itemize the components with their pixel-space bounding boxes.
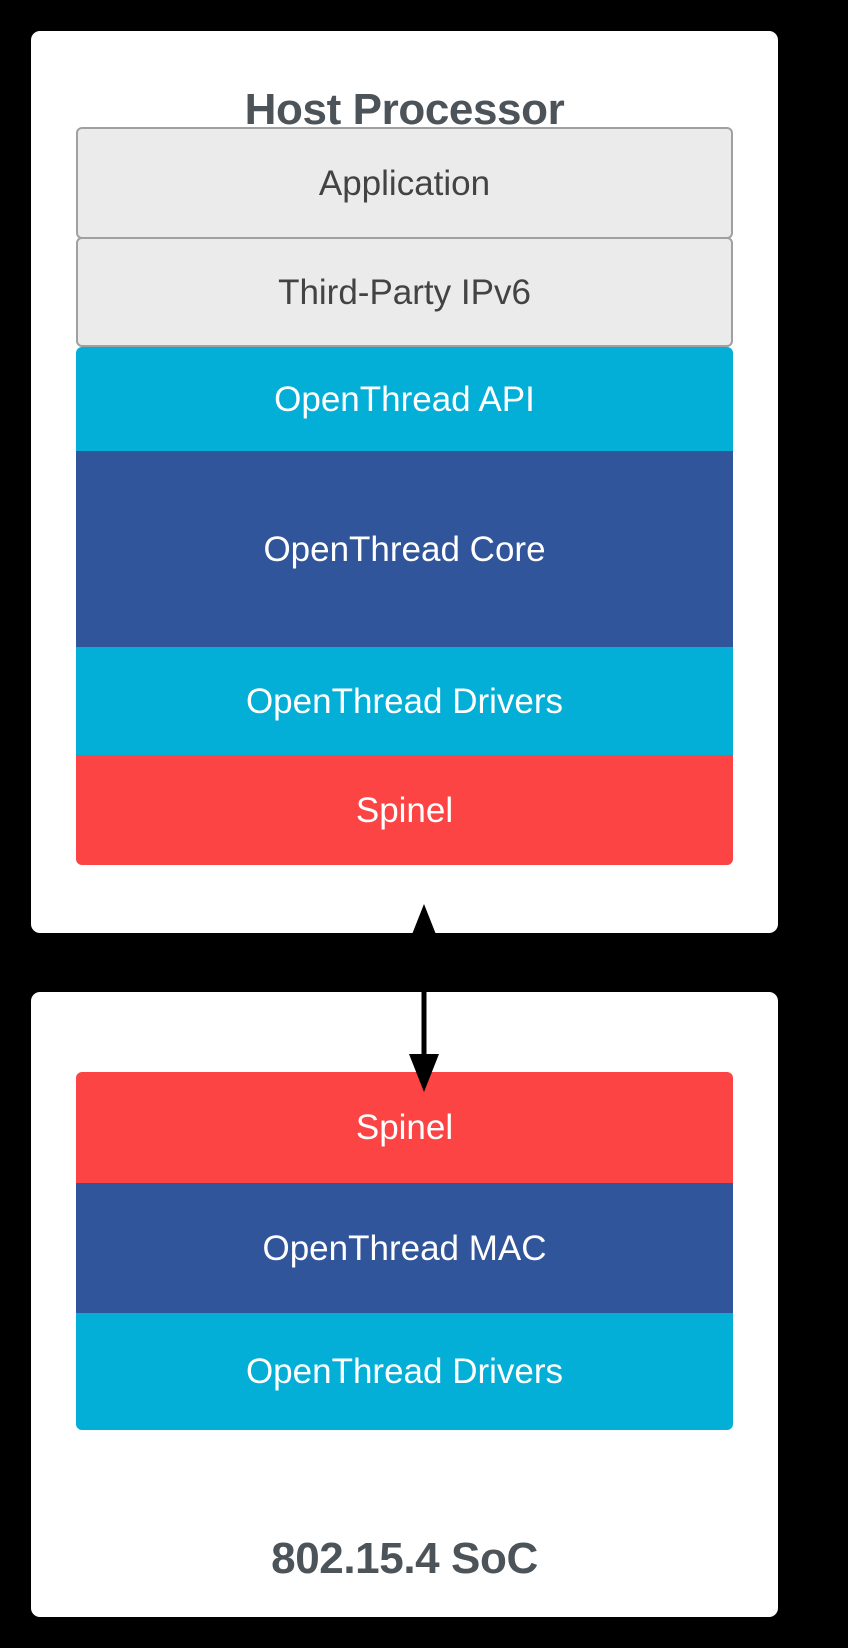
host-processor-layer-stack: Application Third-Party IPv6 OpenThread … [76,127,733,865]
soc-panel: Spinel OpenThread MAC OpenThread Drivers… [31,992,778,1617]
layer-openthread-mac-label: OpenThread MAC [262,1228,547,1268]
layer-openthread-drivers-host: OpenThread Drivers [76,647,733,755]
layer-third-party-ipv6: Third-Party IPv6 [76,237,733,347]
layer-application-label: Application [318,163,491,203]
layer-openthread-core: OpenThread Core [76,451,733,647]
layer-application: Application [76,127,733,239]
layer-openthread-drivers-soc: OpenThread Drivers [76,1313,733,1430]
host-processor-title: Host Processor [244,85,565,134]
soc-layer-stack: Spinel OpenThread MAC OpenThread Drivers [76,1072,733,1430]
layer-openthread-mac: OpenThread MAC [76,1183,733,1313]
layer-spinel-soc: Spinel [76,1072,733,1183]
layer-openthread-api: OpenThread API [76,347,733,451]
layer-openthread-core-label: OpenThread Core [263,529,546,569]
layer-openthread-api-label: OpenThread API [274,379,535,419]
layer-spinel-host-label: Spinel [355,790,454,830]
soc-title: 802.15.4 SoC [271,1534,538,1583]
layer-openthread-drivers-host-label: OpenThread Drivers [245,681,564,721]
layer-third-party-ipv6-label: Third-Party IPv6 [278,272,531,312]
layer-openthread-drivers-soc-label: OpenThread Drivers [245,1352,564,1391]
host-processor-panel: Host Processor Application Third-Party I… [31,31,778,933]
layer-spinel-host: Spinel [76,755,733,865]
layer-spinel-soc-label: Spinel [355,1108,454,1147]
